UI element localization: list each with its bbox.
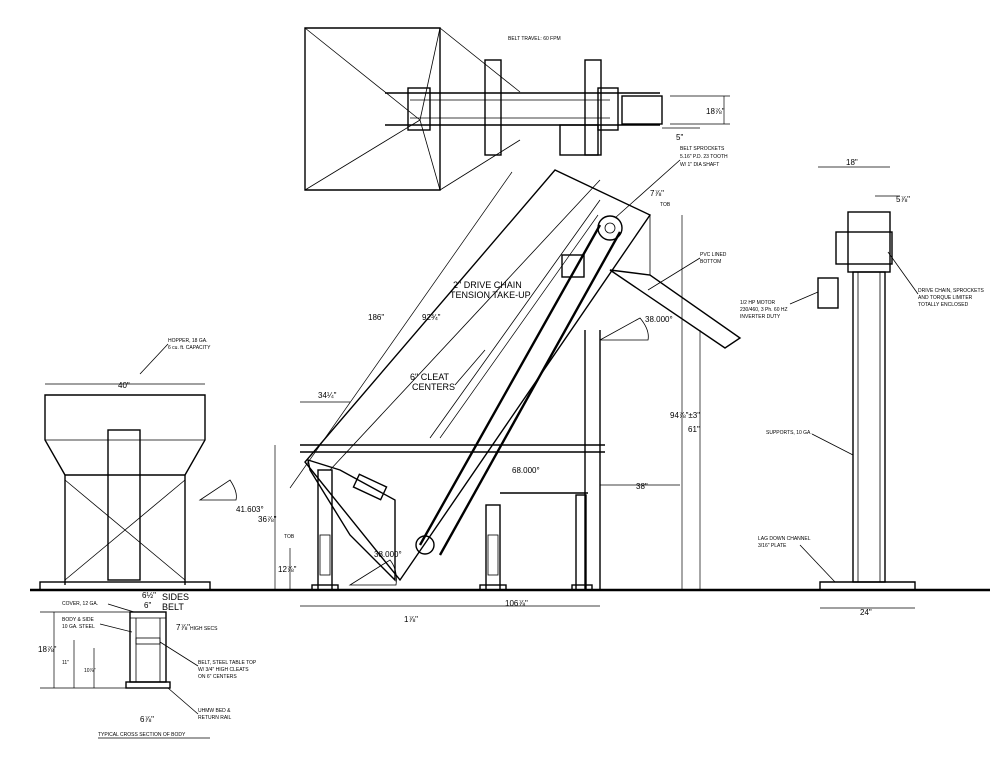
label-drive-chain-sprockets-2: AND TORQUE LIMITER (918, 295, 973, 301)
cross-section: 18⅞" 11" 10⅞" 6½" 6" SIDES BELT 7⅞" HIGH… (38, 591, 257, 739)
dim-18-top: 18⅞" (706, 107, 725, 116)
label-drive-chain-sprockets-3: TOTALLY ENCLOSED (918, 302, 969, 308)
dim-11: 11" (62, 660, 69, 666)
label-belt-sprockets-3: W/ 1" DIA SHAFT (680, 162, 719, 168)
dim-6: 6" (144, 601, 151, 610)
dim-106: 106⅞" (505, 599, 528, 608)
dim-61: 61" (688, 425, 700, 434)
label-motor-1: 1/2 HP MOTOR (740, 300, 775, 306)
label-pvc-1: PVC LINED (700, 252, 727, 258)
label-belt-steel-3: ON 6" CENTERS (198, 674, 237, 680)
label-pvc-2: BOTTOM (700, 259, 721, 265)
angle-38: 38.000° (645, 315, 673, 324)
angle-41: 41.603° (236, 505, 264, 514)
hopper-end-view: 40" HOPPER, 18 GA. 6 cu. ft. CAPACITY 41… (39, 338, 264, 591)
dim-94: 94⅞"±3" (670, 411, 700, 420)
label-uhmw-1: UHMW BED & (198, 708, 231, 714)
label-sides: SIDES (162, 592, 189, 602)
dim-1-78: 1⅞" (404, 615, 418, 624)
dim-5-side: 5⅞" (896, 195, 910, 204)
label-hopper-1: HOPPER, 18 GA. (168, 338, 207, 344)
label-belt-sprockets-2: 5.16" P.D. 23 TOOTH (680, 154, 728, 160)
label-drive-chain-sprockets-1: DRIVE CHAIN, SPROCKETS (918, 288, 985, 294)
dim-34: 34¼" (318, 391, 337, 400)
side-view: 18" 5⅞" 24" 1/2 HP MOTOR 230/460, 3 Ph. … (740, 158, 985, 617)
dim-10: 10⅞" (84, 668, 96, 674)
dim-40: 40" (118, 381, 130, 390)
label-belt: BELT (162, 602, 184, 612)
dim-18-side: 18" (846, 158, 858, 167)
angle-38-low: 38.000° (374, 550, 402, 559)
label-high-secs: HIGH SECS (190, 626, 218, 632)
dim-6-half: 6½" (142, 591, 156, 600)
label-cleat-1: 6" CLEAT (410, 372, 450, 382)
label-belt-steel-2: W/ 3/4" HIGH CLEATS (198, 667, 249, 673)
label-body-side-2: 10 GA. STEEL (62, 624, 95, 630)
dim-12: 12⅞" (278, 565, 297, 574)
label-motor-3: INVERTER DUTY (740, 314, 781, 320)
label-body-side-1: BODY & SIDE (62, 617, 95, 623)
plan-view: 18⅞" 5" BELT TRAVEL: 60 FPM (304, 27, 730, 191)
label-tob-2: TOB (660, 202, 671, 208)
label-lag-down-2: 3/16" PLATE (758, 543, 787, 549)
label-motor-2: 230/460, 3 Ph. 60 HZ (740, 307, 788, 313)
label-hopper-2: 6 cu. ft. CAPACITY (168, 345, 211, 351)
angle-68: 68.000° (512, 466, 540, 475)
label-belt-travel: BELT TRAVEL: 60 FPM (508, 36, 561, 42)
label-supports: SUPPORTS, 10 GA. (766, 430, 812, 436)
label-cover: COVER, 12 GA. (62, 601, 98, 607)
label-cleat-2: CENTERS (412, 382, 455, 392)
label-drive-chain-1: 2" DRIVE CHAIN (453, 280, 522, 290)
dim-5: 5" (676, 133, 683, 142)
dim-38: 38" (636, 482, 648, 491)
label-drive-chain-2: TENSION TAKE-UP (450, 290, 531, 300)
dim-24: 24" (860, 608, 872, 617)
dim-92: 92¾" (422, 313, 441, 322)
label-lag-down-1: LAG DOWN CHANNEL (758, 536, 811, 542)
label-belt-steel-1: BELT, STEEL TABLE TOP (198, 660, 257, 666)
main-elevation: 38.000° 68.000° 38.000° 186" 92¾" 36⅞" 1… (30, 146, 990, 624)
label-uhmw-2: RETURN RAIL (198, 715, 232, 721)
label-belt-sprockets-1: BELT SPROCKETS (680, 146, 725, 152)
dim-7-high: 7⅞" (176, 623, 190, 632)
dim-6-bot: 6⅞" (140, 715, 154, 724)
dim-7-8: 7⅞" (650, 189, 664, 198)
dim-186: 186" (368, 313, 384, 322)
dim-18-cs: 18⅞" (38, 645, 57, 654)
dim-36: 36⅞" (258, 515, 277, 524)
label-tob-1: TOB (284, 534, 295, 540)
label-typical-section: TYPICAL CROSS SECTION OF BODY (98, 732, 186, 738)
